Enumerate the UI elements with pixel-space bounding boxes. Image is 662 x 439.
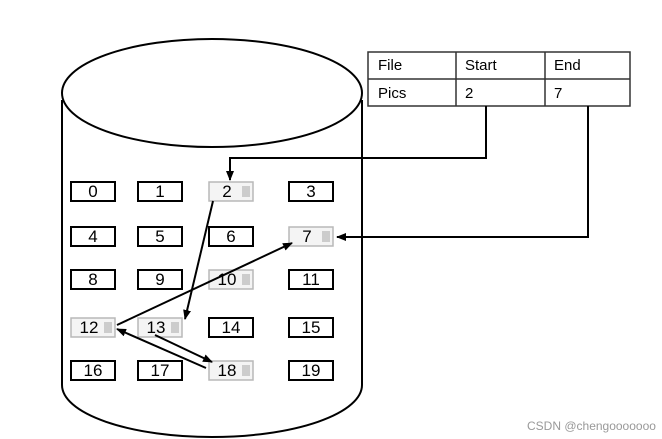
disk-block-9: 9 (137, 269, 183, 290)
disk-block-3: 3 (288, 181, 334, 202)
disk-block-7: 7 (288, 226, 334, 247)
start-pointer-arrow (226, 106, 487, 181)
disk-block-box (288, 181, 334, 202)
disk-block-label: 19 (302, 361, 321, 380)
disk-block-17: 17 (137, 360, 183, 381)
disk-block-label: 1 (155, 182, 164, 201)
pointer-arrows (116, 106, 589, 369)
directory-table: File Start End Pics 2 7 (367, 51, 631, 107)
disk-block-15: 15 (288, 317, 334, 338)
disk-block-label: 14 (222, 318, 241, 337)
disk-block-label: 2 (222, 182, 231, 201)
disk-block-box (70, 360, 116, 381)
disk-block-box (137, 269, 183, 290)
cylinder-top (61, 38, 363, 148)
disk-block-label: 12 (80, 318, 99, 337)
block-used-marker (104, 322, 112, 333)
disk-block-label: 9 (155, 270, 164, 289)
disk-block-box (70, 269, 116, 290)
disk-block-box (70, 181, 116, 202)
link-arrow-18-to-12 (116, 328, 207, 369)
disk-block-label: 7 (302, 227, 311, 246)
disk-block-0: 0 (70, 181, 116, 202)
disk-block-16: 16 (70, 360, 116, 381)
disk-block-label: 6 (226, 227, 235, 246)
disk-block-11: 11 (288, 269, 334, 290)
disk-block-box (137, 226, 183, 247)
watermark-text: CSDN @chengooooooo (527, 419, 656, 433)
block-used-marker (242, 365, 250, 376)
disk-block-label: 4 (88, 227, 97, 246)
disk-block-label: 17 (151, 361, 170, 380)
disk-block-4: 4 (70, 226, 116, 247)
disk-block-box (288, 317, 334, 338)
table-cell-end-block: 7 (554, 85, 562, 102)
disk-block-label: 5 (155, 227, 164, 246)
disk-block-6: 6 (208, 226, 254, 247)
disk-block-box (70, 226, 116, 247)
table-cell-file-name: Pics (378, 85, 406, 102)
disk-block-box (137, 181, 183, 202)
disk-block-box (288, 360, 334, 381)
disk-block-label: 0 (88, 182, 97, 201)
disk-block-8: 8 (70, 269, 116, 290)
disk-block-5: 5 (137, 226, 183, 247)
block-used-marker (242, 274, 250, 285)
block-used-marker (322, 231, 330, 242)
disk-block-19: 19 (288, 360, 334, 381)
link-arrow-2-to-13 (183, 200, 214, 320)
end-pointer-arrow (336, 106, 589, 241)
disk-block-label: 15 (302, 318, 321, 337)
disk-block-box (288, 269, 334, 290)
cylinder-body (61, 100, 363, 438)
disk-block-box (208, 317, 254, 338)
disk-block-18: 18 (208, 360, 254, 381)
disk-block-label: 11 (302, 270, 320, 289)
link-arrow-12-to-7 (116, 242, 293, 326)
table-header-file: File (378, 57, 402, 74)
disk-block-14: 14 (208, 317, 254, 338)
table-header-start: Start (465, 57, 498, 74)
table-cell-start-block: 2 (465, 85, 473, 102)
disk-block-1: 1 (137, 181, 183, 202)
disk-block-label: 8 (88, 270, 97, 289)
disk-block-12: 12 (70, 317, 116, 338)
disk-block-label: 13 (147, 318, 166, 337)
link-arrow-13-to-18 (154, 334, 213, 363)
disk-block-2: 2 (208, 181, 254, 202)
block-used-marker (242, 186, 250, 197)
table-header-end: End (554, 57, 581, 74)
disk-block-label: 16 (84, 361, 103, 380)
disk-block-label: 3 (306, 182, 315, 201)
disk-block-box (137, 360, 183, 381)
disk-block-13: 13 (137, 317, 183, 338)
disk-block-label: 18 (218, 361, 237, 380)
block-used-marker (171, 322, 179, 333)
disk-block-box (208, 226, 254, 247)
